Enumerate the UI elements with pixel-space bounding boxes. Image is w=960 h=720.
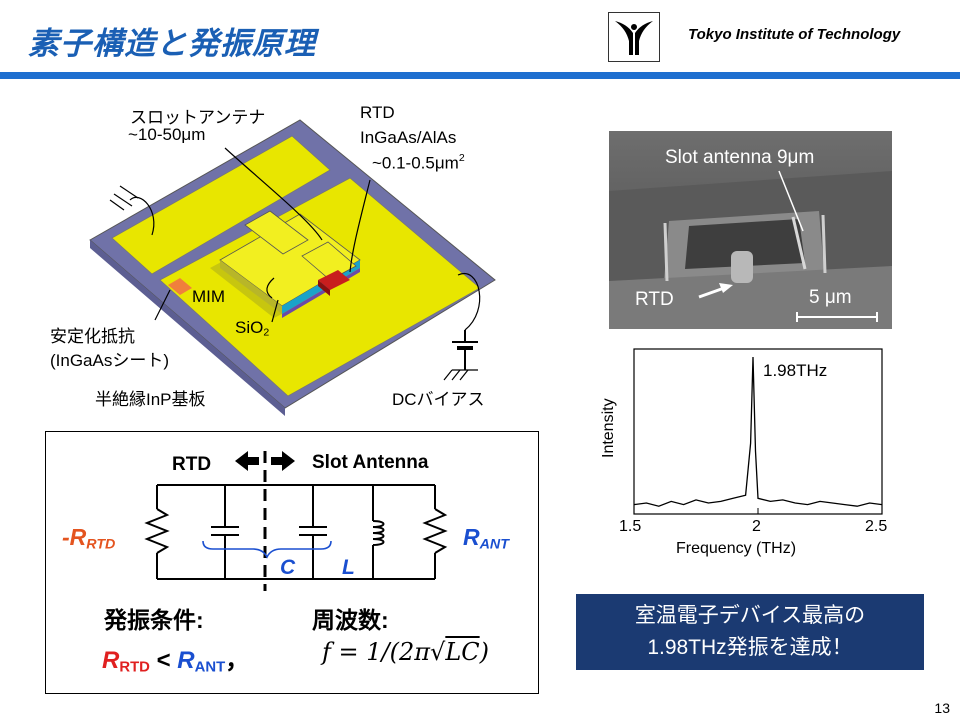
y-axis-title: Intensity bbox=[600, 398, 617, 458]
x-tick-label-0: 1.5 bbox=[619, 518, 642, 535]
sem-rtd-label: RTD bbox=[635, 289, 674, 310]
peak-label: 1.98THz bbox=[763, 361, 828, 380]
resistor-material: (InGaAsシート) bbox=[50, 351, 170, 370]
mim-label: MIM bbox=[192, 287, 226, 306]
l-label: L bbox=[342, 556, 355, 579]
slot-antenna-size: ~10-50μm bbox=[128, 125, 206, 144]
equivalent-circuit-panel bbox=[45, 431, 539, 694]
resistor-label: 安定化抵抗 bbox=[50, 327, 135, 346]
header-rule bbox=[0, 72, 960, 79]
page-number: 13 bbox=[934, 700, 950, 716]
condition-title: 発振条件: bbox=[104, 607, 204, 633]
summary-box: 室温電子デバイス最高の 1.98THz発振を達成！ bbox=[576, 594, 924, 670]
university-logo bbox=[608, 12, 660, 62]
c-label: C bbox=[280, 556, 296, 579]
x-tick-label-2: 2.5 bbox=[865, 518, 888, 535]
equivalent-circuit bbox=[144, 451, 448, 591]
rtd-size: ~0.1-0.5μm2 bbox=[372, 152, 465, 173]
summary-line-2: 1.98THz発振を達成！ bbox=[647, 636, 853, 659]
x-tick-label-1: 2 bbox=[752, 518, 761, 535]
frequency-title: 周波数: bbox=[312, 607, 389, 633]
substrate-label: 半絶縁InP基板 bbox=[95, 390, 206, 409]
rtd-material: InGaAs/AlAs bbox=[360, 128, 457, 147]
spectrum-chart bbox=[633, 348, 883, 515]
sem-scale-label: 5 μm bbox=[809, 287, 852, 308]
x-axis-title: Frequency (THz) bbox=[676, 540, 797, 557]
dc-bias-label: DCバイアス bbox=[392, 390, 485, 409]
circuit-rtd-side: RTD bbox=[172, 454, 212, 475]
sio2-label: SiO2 bbox=[235, 318, 270, 339]
rtd-label: RTD bbox=[360, 103, 395, 122]
slot-antenna-label: スロットアンテナ bbox=[130, 108, 266, 127]
summary-line-1: 室温電子デバイス最高の bbox=[634, 604, 866, 627]
r-ant-label: RANT bbox=[463, 524, 509, 553]
neg-r-rtd-label: -RRTD bbox=[62, 524, 116, 553]
spectrum-line bbox=[633, 356, 883, 507]
oscillation-condition: RRTD < RANT， bbox=[102, 647, 250, 676]
circuit-antenna-side: Slot Antenna bbox=[312, 452, 429, 473]
sem-caption: Slot antenna 9μm bbox=[665, 147, 815, 168]
device-diagram bbox=[89, 119, 496, 416]
slide-title: 素子構造と発振原理 bbox=[28, 26, 316, 62]
sem-image: Slot antenna 9μm RTD 5 μm bbox=[609, 131, 892, 329]
frequency-formula: f = 1/(2π√LC) bbox=[322, 638, 489, 666]
institution-name: Tokyo Institute of Technology bbox=[688, 26, 901, 43]
